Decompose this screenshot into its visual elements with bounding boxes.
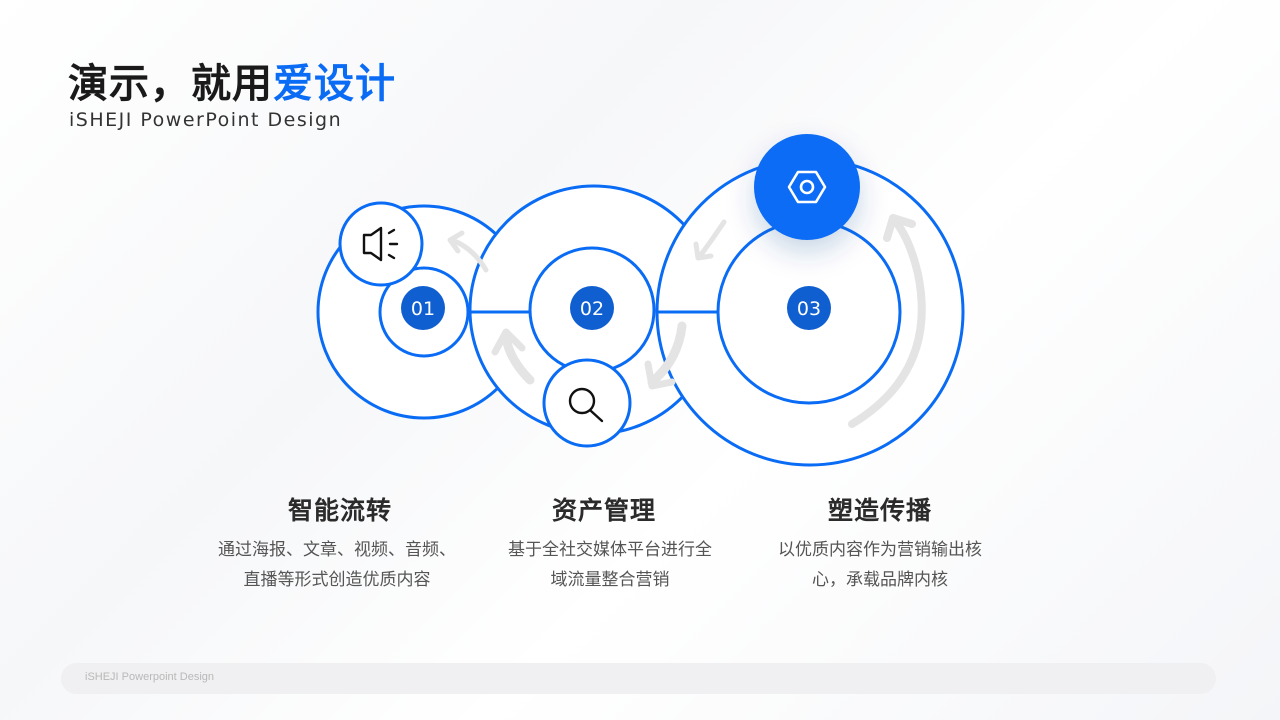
step-node-1 [401, 286, 445, 330]
arrow-curve-1 [449, 237, 489, 273]
step-desc-2: 基于全社交媒体平台进行全 域流量整合营销 [470, 535, 750, 595]
flow-arrows [447, 214, 926, 428]
step-desc-2-line-1: 基于全社交媒体平台进行全 [508, 540, 712, 560]
arrow-head-5 [883, 214, 916, 242]
step-desc-1-line-1: 通过海报、文章、视频、音频、 [218, 540, 456, 560]
step-desc-3: 以优质内容作为营销输出核 心，承载品牌内核 [740, 535, 1020, 595]
footer-text: iSHEJI Powerpoint Design [85, 671, 215, 683]
step-desc-2-line-2: 域流量整合营销 [550, 570, 670, 590]
step-node-2 [570, 286, 614, 330]
step-number-2: 02 [580, 298, 604, 320]
speaker-badge [338, 201, 424, 287]
step-desc-3-line-1: 以优质内容作为营销输出核 [778, 540, 982, 560]
step-desc-1-line-2: 直播等形式创造优质内容 [243, 570, 431, 590]
search-badge [542, 358, 632, 448]
step-desc-3-line-2: 心，承载品牌内核 [812, 570, 948, 590]
hexagon-nut-icon [787, 170, 827, 204]
search-icon [568, 387, 604, 423]
page-title: 演示，就用爱设计 [68, 58, 396, 110]
arrow-head-4 [693, 241, 714, 261]
footer-bar: iSHEJI Powerpoint Design [61, 663, 1216, 694]
arrow-curve-5 [848, 218, 926, 428]
arrow-head-1 [447, 230, 465, 254]
title-accent: 爱设计 [273, 61, 396, 107]
step-title-3: 塑造传播 [827, 496, 932, 525]
step-number-1: 01 [411, 298, 435, 320]
speaker-icon [362, 226, 399, 262]
step-title-1: 智能流转 [287, 496, 392, 525]
step-node-3 [787, 286, 831, 330]
arrow-curve-3 [647, 321, 687, 387]
arrow-head-2 [491, 328, 526, 356]
step-number-3: 03 [797, 298, 821, 320]
title-main: 演示，就用 [68, 61, 273, 107]
arrow-head-3 [644, 360, 676, 390]
page-subtitle: iSHEJI PowerPoint Design [69, 109, 343, 131]
arrow-curve-2 [501, 333, 535, 385]
step-desc-1: 通过海报、文章、视频、音频、 直播等形式创造优质内容 [197, 535, 477, 595]
step-title-2: 资产管理 [551, 496, 656, 525]
arrow-curve-4 [697, 219, 727, 259]
hexagon-badge [754, 134, 860, 240]
